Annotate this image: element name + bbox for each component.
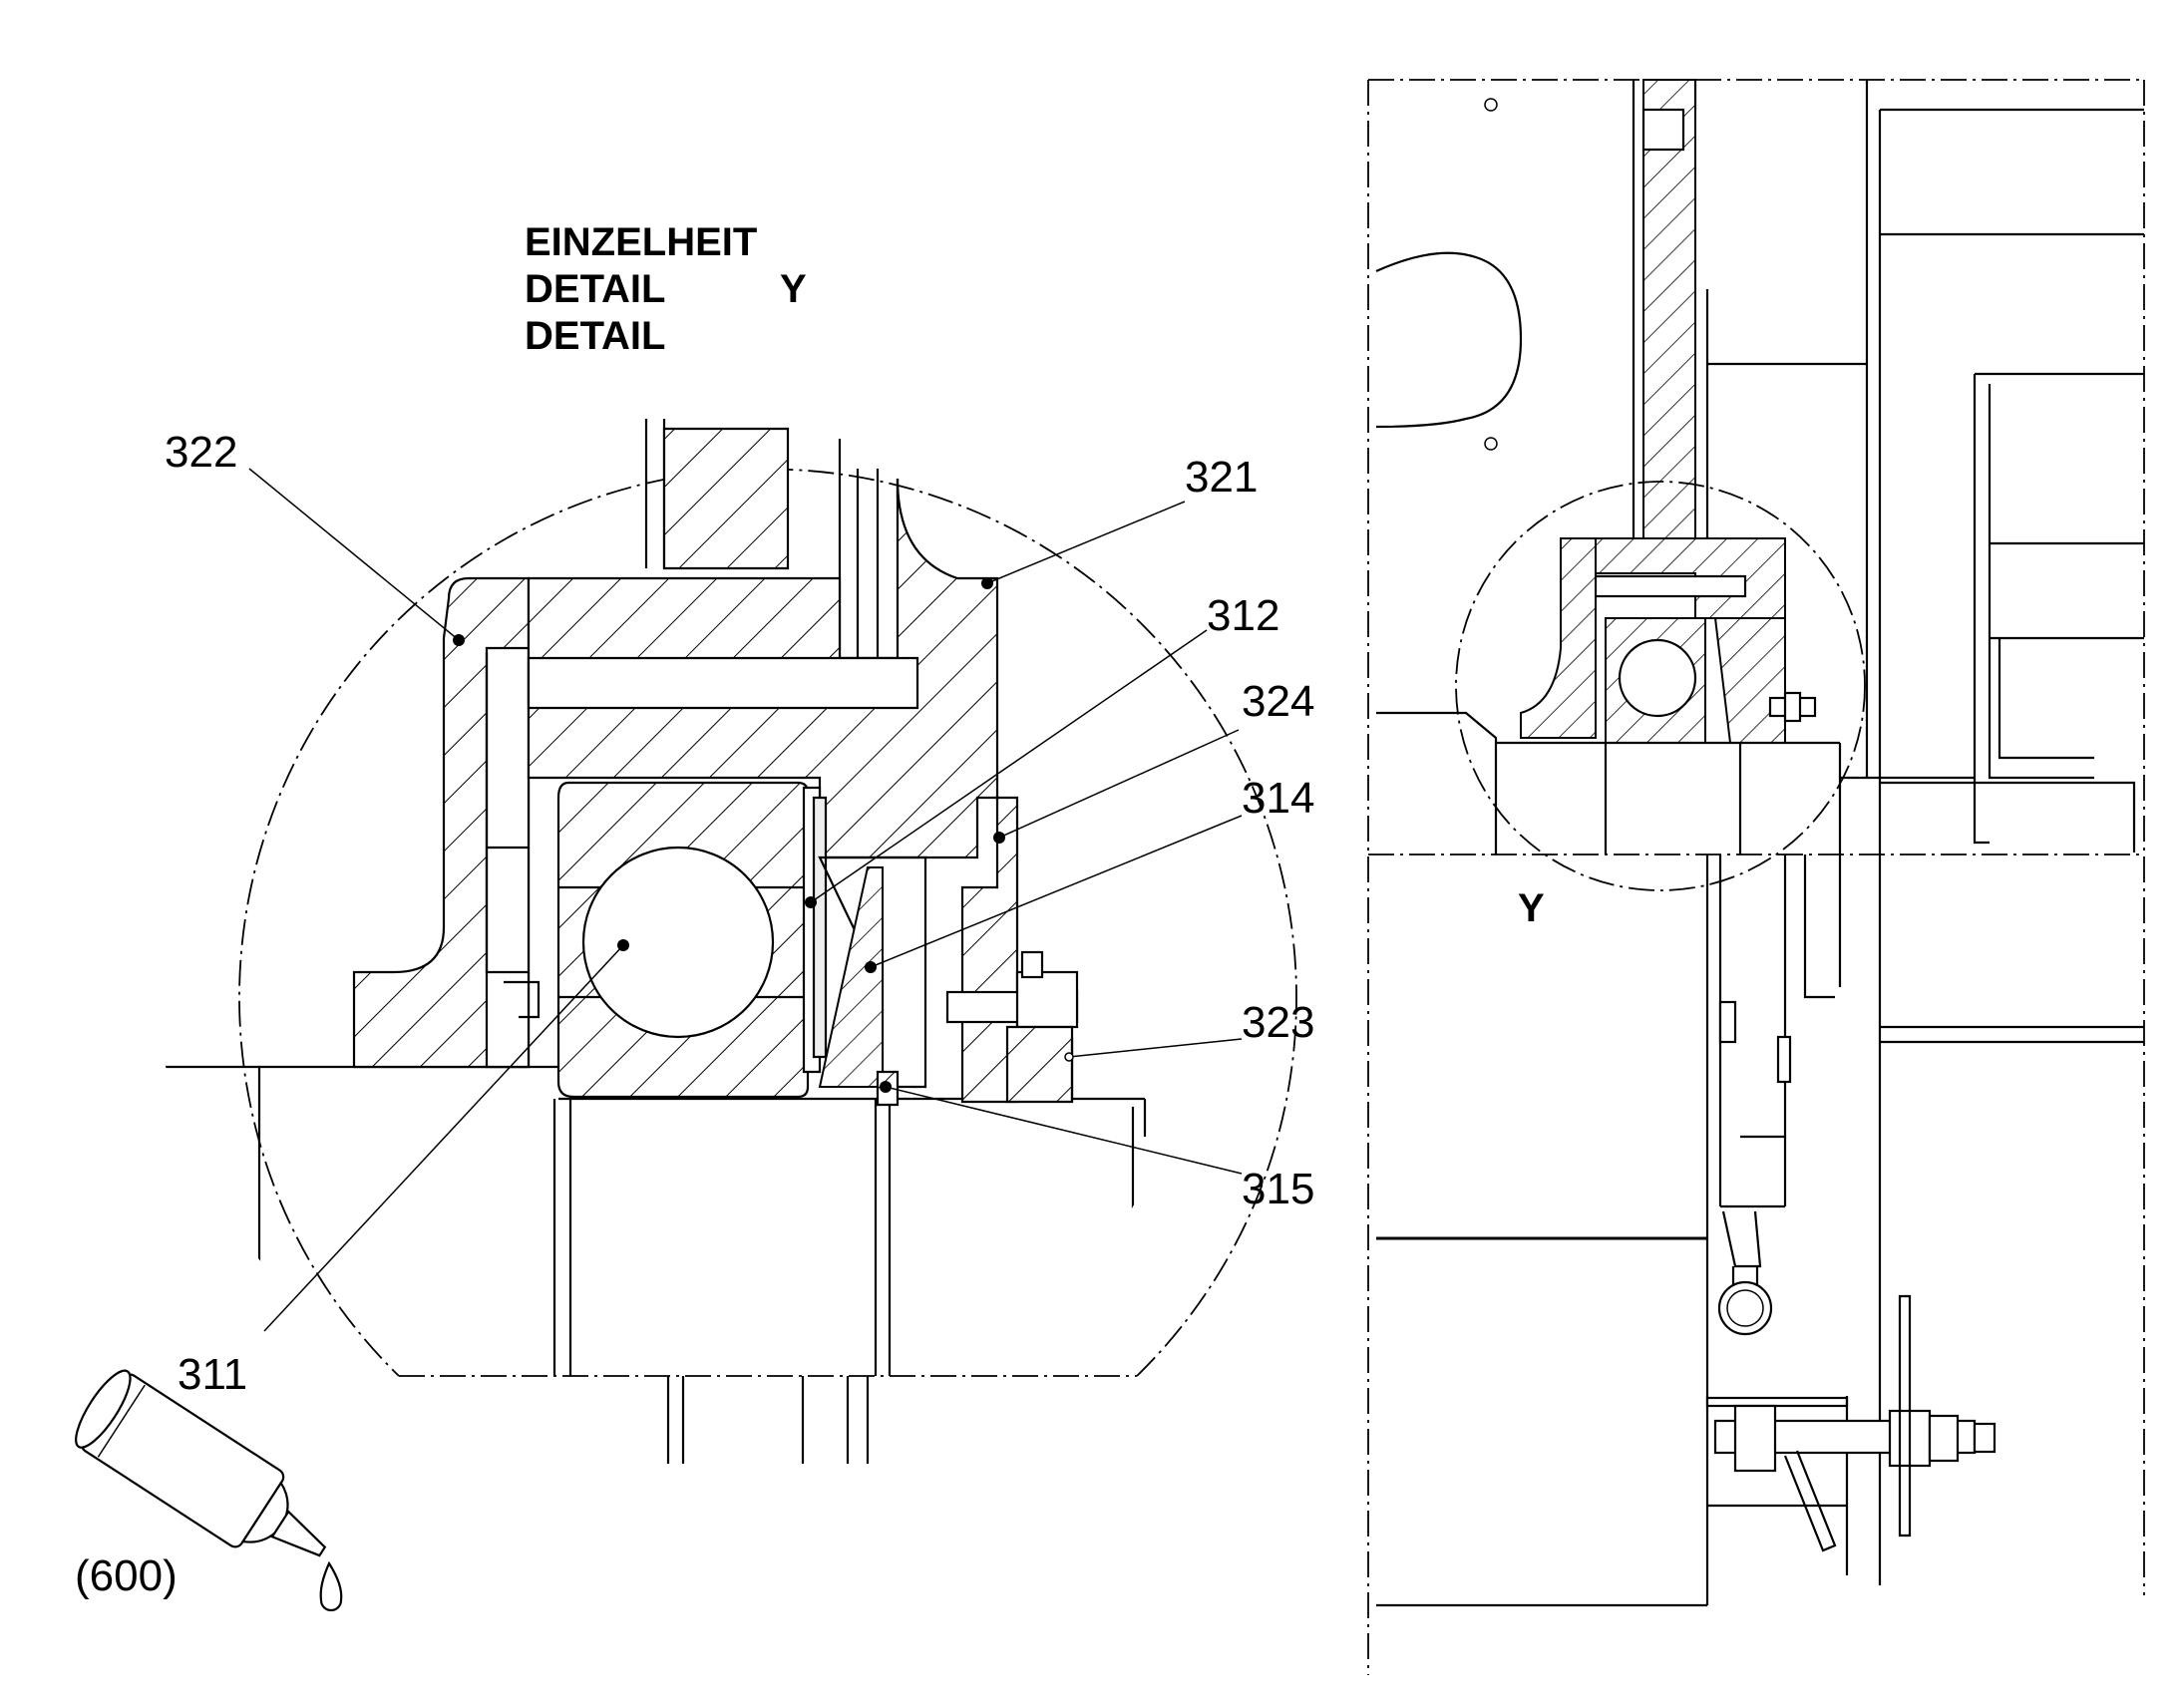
part-323-bolt [945,950,1079,1104]
callout-leaders [248,468,1243,1332]
detail-section-parts [160,419,1147,1376]
part-324-seal-carrier [960,796,1019,1104]
housing-bore-channel [527,656,919,710]
part-321-upper-web [662,427,790,570]
heading-line-3: DETAIL [525,314,665,358]
shaft-step [160,1065,261,1376]
callout-311: 311 [178,1350,247,1399]
heading-detail-letter: Y [780,267,807,311]
callout-322: 322 [165,428,237,477]
lubricant-tube-icon: (600) [75,1369,343,1612]
part-322-housing [352,576,531,1069]
callout-312: 312 [1207,591,1279,640]
callout-314: 314 [1242,774,1314,823]
heading-line-1: EINZELHEIT [525,220,757,264]
lubricant-label: (600) [75,1551,178,1600]
detail-heading: EINZELHEIT DETAIL DETAIL Y [525,220,807,358]
callout-315: 315 [1242,1165,1314,1213]
detail-view-y: 322 321 312 324 314 323 315 311 [160,419,1314,1464]
overview-detail-circle [1455,481,1866,891]
overview-view: Y [1367,79,2145,1675]
overview-detail-letter: Y [1518,886,1545,930]
callout-323: 323 [1242,998,1314,1047]
callout-324: 324 [1242,677,1314,726]
callout-321: 321 [1185,453,1258,502]
heading-line-2: DETAIL [525,267,665,311]
overview-lobe [1375,251,1523,429]
part-311-ball [581,846,775,1039]
lubricant-drop-icon [319,1560,343,1612]
